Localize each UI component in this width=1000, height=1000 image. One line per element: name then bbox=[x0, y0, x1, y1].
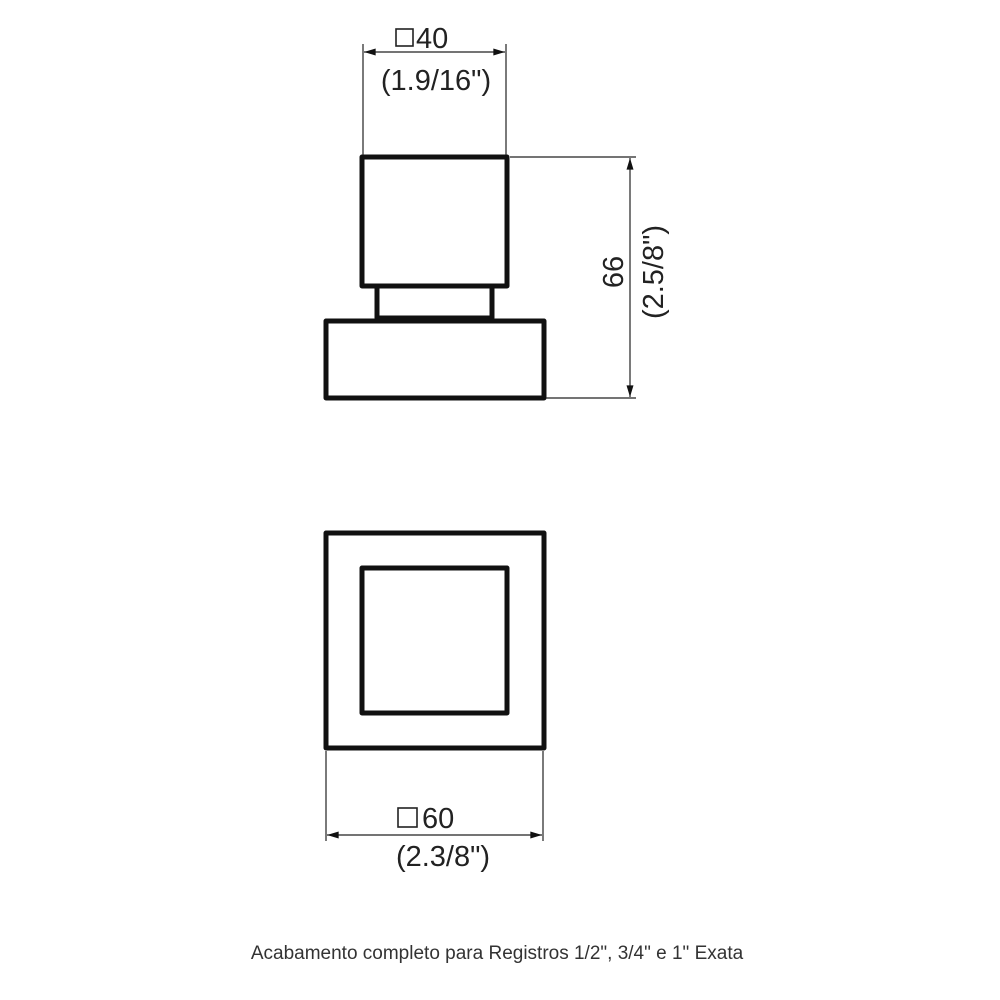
outer-square bbox=[323, 530, 547, 751]
front-view bbox=[323, 530, 547, 751]
caption: Acabamento completo para Registros 1/2",… bbox=[251, 943, 744, 964]
handle-block bbox=[359, 154, 510, 289]
square-symbol-icon bbox=[397, 807, 418, 828]
dim-inches-40: (1.9/16") bbox=[381, 65, 491, 97]
dim-value-40: 40 bbox=[416, 23, 448, 55]
dim-inches-60: (2.3/8") bbox=[396, 841, 490, 873]
side-view bbox=[323, 154, 547, 401]
width-dimension-60: 60 (2.3/8") bbox=[325, 751, 544, 873]
inner-square bbox=[359, 565, 510, 716]
dim-inches-66: (2.5/8") bbox=[638, 225, 670, 319]
dim-value-60: 60 bbox=[422, 803, 454, 835]
square-symbol-icon bbox=[395, 28, 414, 47]
neck bbox=[374, 283, 495, 321]
base-plate bbox=[323, 318, 547, 401]
width-dimension-40: 40 (1.9/16") bbox=[362, 23, 507, 155]
dim-value-66: 66 bbox=[598, 256, 630, 288]
height-dimension-66: 66 (2.5/8") bbox=[510, 156, 670, 399]
